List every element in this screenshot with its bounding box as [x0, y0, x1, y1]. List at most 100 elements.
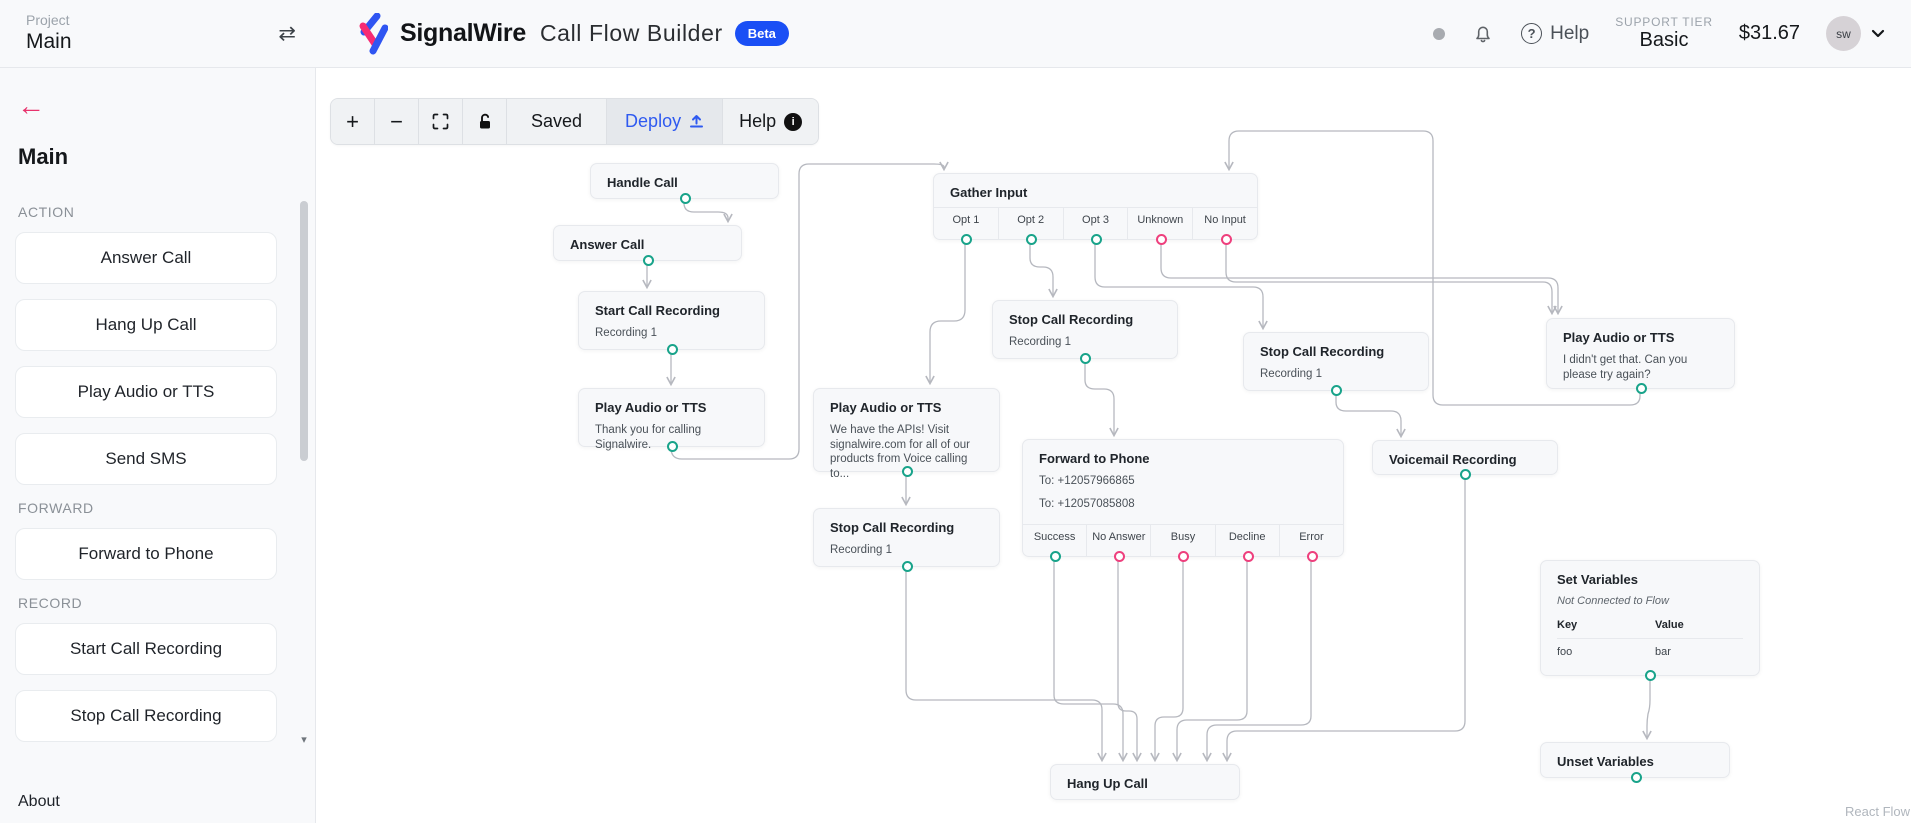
node-title: Hang Up Call [1067, 776, 1148, 791]
output-handle[interactable] [1631, 772, 1642, 783]
node-palette-sidebar: ← Main ACTION Answer Call Hang Up Call P… [0, 68, 316, 823]
support-tier-label: SUPPORT TIER [1615, 15, 1713, 29]
project-block: Project Main [26, 12, 72, 55]
node-subtitle: Recording 1 [1009, 336, 1072, 348]
node-start-call-recording[interactable]: Start Call Recording Recording 1 [578, 291, 765, 355]
zoom-in-button[interactable]: + [331, 99, 375, 144]
node-subtitle: Recording 1 [595, 327, 658, 339]
palette-item-start-call-recording[interactable]: Start Call Recording [15, 623, 277, 675]
node-stop-call-recording-2[interactable]: Stop Call Recording Recording 1 [813, 508, 1000, 572]
output-handle[interactable] [1331, 385, 1342, 396]
account-menu[interactable]: sw [1826, 16, 1885, 51]
output-handle[interactable] [1221, 234, 1232, 245]
avatar[interactable]: sw [1826, 16, 1861, 51]
swap-project-icon[interactable]: ⇄ [278, 22, 296, 45]
output-handle[interactable] [1460, 469, 1471, 480]
about-link[interactable]: About [18, 793, 60, 810]
palette-item-play-audio-tts[interactable]: Play Audio or TTS [15, 366, 277, 418]
output-handle[interactable] [1050, 551, 1061, 562]
palette-item-hang-up-call[interactable]: Hang Up Call [15, 299, 277, 351]
unlock-icon [479, 113, 490, 129]
output-handle[interactable] [1307, 551, 1318, 562]
node-stop-call-recording-3[interactable]: Stop Call Recording Recording 1 [1243, 332, 1429, 396]
node-play-audio-tts-retry[interactable]: Play Audio or TTS I didn't get that. Can… [1546, 318, 1735, 394]
lock-button[interactable] [463, 99, 507, 144]
palette-item-stop-call-recording[interactable]: Stop Call Recording [15, 690, 277, 742]
help-menu[interactable]: ? Help [1521, 23, 1589, 45]
output-handle[interactable] [1645, 670, 1656, 681]
palette-item-answer-call[interactable]: Answer Call [15, 232, 277, 284]
output-handle[interactable] [1243, 551, 1254, 562]
output-handle[interactable] [902, 466, 913, 477]
question-circle-icon: ? [1521, 23, 1543, 44]
support-tier-value: Basic [1639, 29, 1689, 51]
node-voicemail-recording[interactable]: Voicemail Recording [1372, 440, 1558, 480]
node-subtitle: Recording 1 [1260, 368, 1323, 380]
project-name: Main [26, 30, 72, 53]
output-handle[interactable] [1178, 551, 1189, 562]
toolbar-help-button[interactable]: Help i [723, 99, 819, 144]
palette-item-forward-to-phone[interactable]: Forward to Phone [15, 528, 277, 580]
output-handle[interactable] [961, 234, 972, 245]
output-handle[interactable] [1114, 551, 1125, 562]
app-title: Call Flow Builder [539, 20, 723, 46]
scrollbar-thumb[interactable] [300, 201, 308, 461]
var-value: bar [1655, 646, 1671, 658]
support-tier: SUPPORT TIER Basic [1615, 15, 1713, 52]
node-gather-input[interactable]: Gather Input Opt 1 Opt 2 Opt 3 Unknown N… [933, 173, 1258, 245]
node-unset-variables[interactable]: Unset Variables [1540, 742, 1730, 783]
node-stop-call-recording-1[interactable]: Stop Call Recording Recording 1 [992, 300, 1178, 364]
node-forward-to-phone[interactable]: Forward to Phone To: +12057966865 To: +1… [1022, 439, 1344, 562]
output-handle[interactable] [1080, 353, 1091, 364]
fit-view-button[interactable] [419, 99, 463, 144]
output-unknown: Unknown [1128, 208, 1194, 239]
upload-icon [690, 115, 704, 128]
output-handle[interactable] [1026, 234, 1037, 245]
node-title: Unset Variables [1557, 754, 1654, 769]
variables-table: Key Value foo bar [1541, 607, 1759, 658]
zoom-out-button[interactable]: − [375, 99, 419, 144]
node-title: Play Audio or TTS [1563, 330, 1675, 345]
node-play-audio-tts-apis[interactable]: Play Audio or TTS We have the APIs! Visi… [813, 388, 1000, 480]
forward-number-2: To: +12057085808 [1039, 497, 1135, 510]
output-no-answer: No Answer [1087, 525, 1152, 556]
output-handle[interactable] [902, 561, 913, 572]
output-handle[interactable] [667, 344, 678, 355]
back-arrow-icon[interactable]: ← [17, 90, 45, 121]
output-handle[interactable] [680, 193, 691, 204]
output-handle[interactable] [667, 441, 678, 452]
node-subtitle: I didn't get that. Can you please try ag… [1563, 354, 1688, 381]
forward-number-1: To: +12057966865 [1039, 475, 1135, 487]
info-icon: i [784, 112, 803, 131]
react-flow-attribution[interactable]: React Flow [1845, 804, 1911, 819]
var-value-header: Value [1655, 619, 1684, 631]
node-set-variables[interactable]: Set Variables Not Connected to Flow Key … [1540, 560, 1760, 681]
node-hang-up-call[interactable]: Hang Up Call [1050, 764, 1240, 800]
palette-scrollbar[interactable]: ▾ [299, 193, 309, 748]
node-title: Gather Input [950, 185, 1028, 200]
project-switcher: Project Main ⇄ [0, 0, 316, 67]
node-handle-call[interactable]: Handle Call [590, 163, 779, 204]
node-title: Play Audio or TTS [595, 400, 707, 415]
notifications-bell-icon[interactable] [1471, 22, 1495, 46]
brand-name: SignalWire [400, 19, 526, 47]
fullscreen-icon [432, 113, 449, 130]
node-title: Play Audio or TTS [830, 400, 942, 415]
output-handle[interactable] [643, 255, 654, 266]
node-title: Answer Call [570, 237, 645, 252]
deploy-button[interactable]: Deploy [607, 99, 724, 144]
palette-item-send-sms[interactable]: Send SMS [15, 433, 277, 485]
node-title: Voicemail Recording [1389, 452, 1517, 467]
account-balance: $31.67 [1738, 22, 1800, 44]
chevron-down-icon [1871, 29, 1885, 38]
output-handle[interactable] [1636, 383, 1647, 394]
brand-block: SignalWire Call Flow Builder Beta [352, 12, 789, 55]
output-handle[interactable] [1091, 234, 1102, 245]
section-label-record: RECORD [18, 595, 83, 611]
node-answer-call[interactable]: Answer Call [553, 225, 742, 266]
scrollbar-down-arrow-icon[interactable]: ▾ [301, 734, 307, 746]
section-label-action: ACTION [18, 204, 75, 220]
node-play-audio-tts-welcome[interactable]: Play Audio or TTS Thank you for calling … [578, 388, 765, 452]
output-handle[interactable] [1156, 234, 1167, 245]
